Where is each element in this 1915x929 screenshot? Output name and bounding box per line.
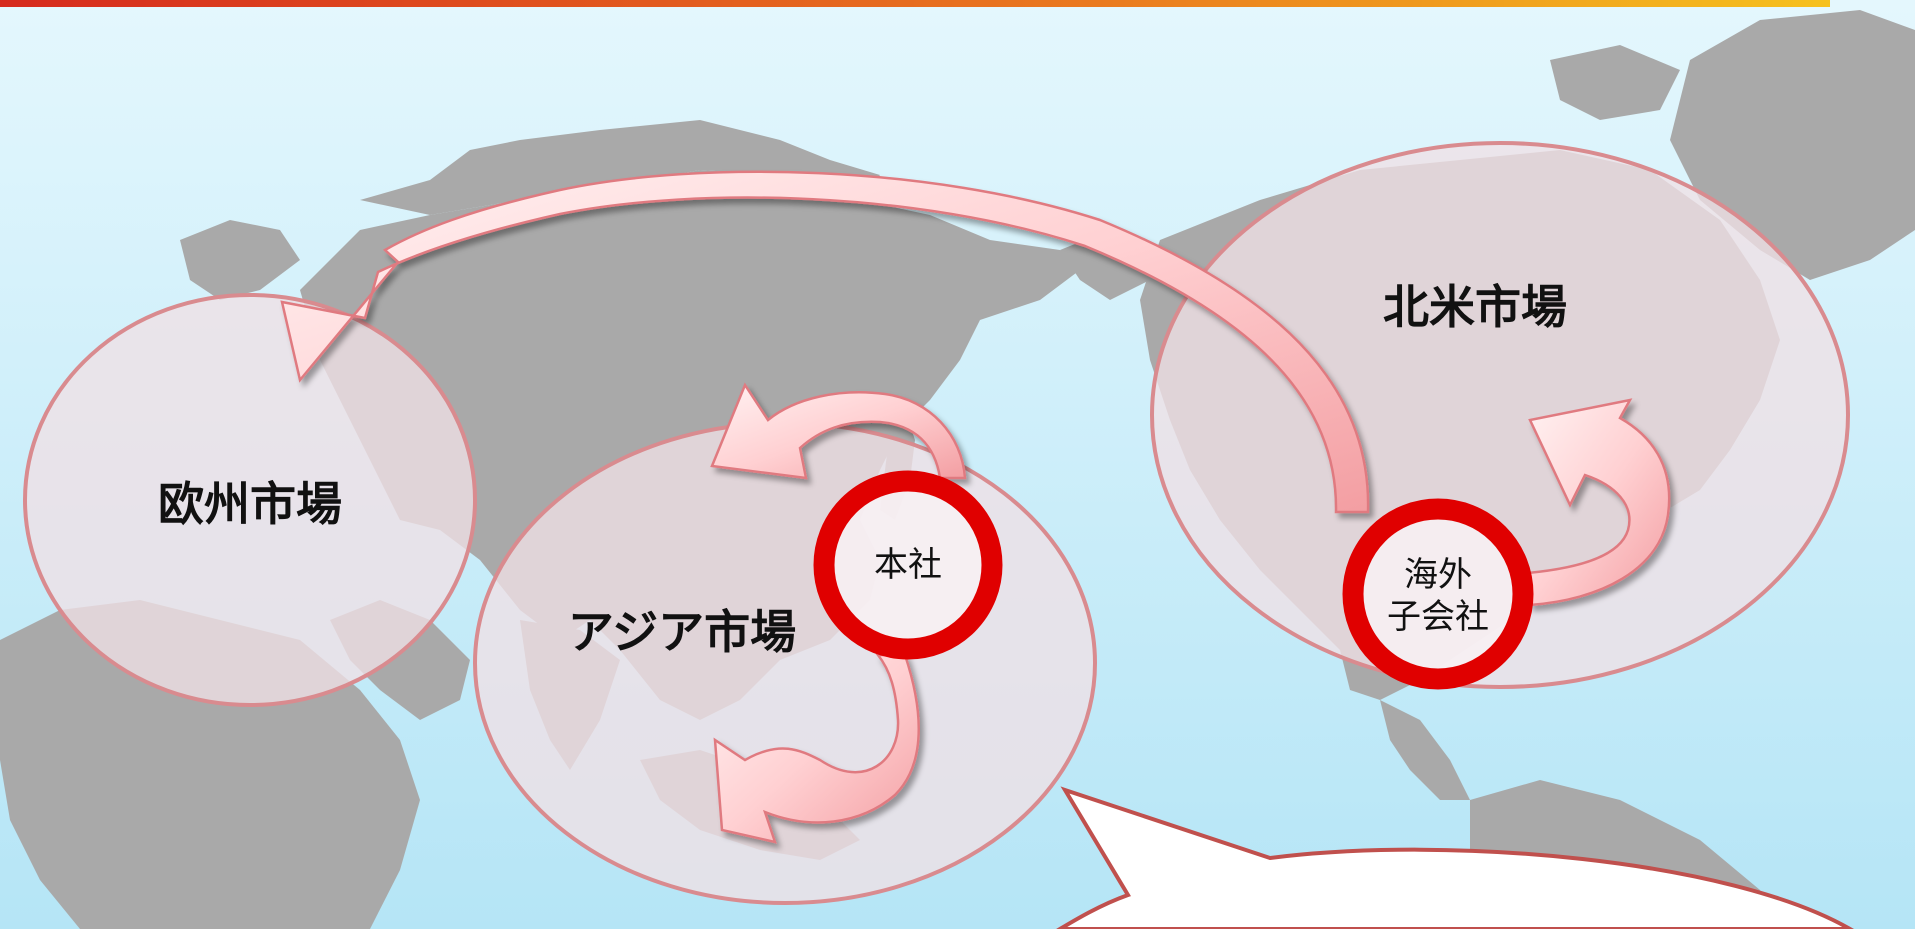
arrow-hq-downward: [713, 653, 920, 844]
subsidiary-node: [1342, 498, 1534, 690]
hq-node: [813, 470, 1003, 660]
label-subsidiary-line2: 子会社: [1387, 597, 1489, 637]
label-asia-market: アジア市場: [568, 605, 796, 659]
node-rings: [813, 470, 1534, 690]
label-headquarters: 本社: [874, 545, 942, 585]
label-europe-market: 欧州市場: [158, 477, 342, 531]
arrow-subsidiary-to-europe: [280, 170, 1370, 514]
land-arctic-islands: [1550, 45, 1680, 120]
land-central-america: [1380, 700, 1470, 800]
arrow-hq-upward: [710, 382, 967, 480]
arrow-subsidiary-hook: [1526, 398, 1671, 607]
label-subsidiary-line1: 海外: [1404, 555, 1472, 595]
region-europe: [23, 293, 477, 707]
flow-arrows: [280, 170, 1671, 844]
region-north-america: [1150, 141, 1850, 689]
callout-bubble: [1056, 786, 1855, 929]
top-accent-bar: [0, 0, 1830, 7]
market-regions: [23, 141, 1850, 905]
land-siberia: [360, 120, 880, 215]
region-asia: [473, 421, 1097, 905]
label-north-america-market: 北米市場: [1383, 280, 1567, 334]
land-scandinavia: [180, 220, 300, 300]
